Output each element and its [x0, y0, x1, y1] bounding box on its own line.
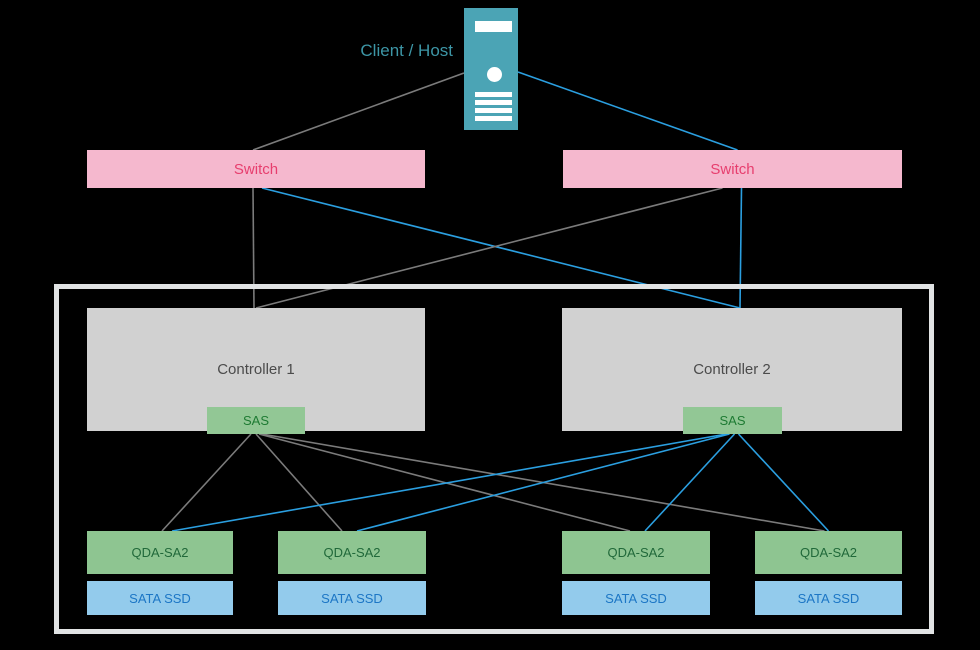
server-power-button: [487, 67, 502, 82]
switch-1: Switch: [87, 150, 425, 188]
qda-2: QDA-SA2: [278, 531, 426, 574]
qda-1-label: QDA-SA2: [131, 545, 189, 560]
sata-4-label: SATA SSD: [797, 590, 860, 606]
switch-1-label: Switch: [233, 160, 279, 178]
qda-3-label: QDA-SA2: [607, 545, 665, 560]
server-vent-bar: [475, 116, 512, 121]
sas-port-2: SAS: [683, 407, 782, 434]
sata-1: SATA SSD: [87, 581, 233, 615]
qda-4: QDA-SA2: [755, 531, 902, 574]
switch-2: Switch: [563, 150, 902, 188]
sata-1-label: SATA SSD: [129, 590, 191, 606]
client-host-label: Client / Host: [360, 41, 453, 60]
sata-4: SATA SSD: [755, 581, 902, 615]
sata-2-label: SATA SSD: [321, 590, 383, 606]
qda-1: QDA-SA2: [87, 531, 233, 574]
server-vent-bar: [475, 100, 512, 105]
sas-port-1-label: SAS: [242, 413, 269, 428]
sas-port-2-label: SAS: [719, 413, 746, 428]
client-host: [464, 8, 518, 130]
qda-4-label: QDA-SA2: [799, 545, 858, 560]
qda-2-label: QDA-SA2: [323, 545, 381, 560]
controller-2-label: Controller 2: [693, 361, 771, 378]
server-tower-icon: [464, 8, 518, 130]
switch-2-label: Switch: [710, 160, 755, 178]
sata-3: SATA SSD: [562, 581, 710, 615]
qda-3: QDA-SA2: [562, 531, 710, 574]
server-drive-slot: [475, 21, 512, 32]
sata-2: SATA SSD: [278, 581, 426, 615]
sata-3-label: SATA SSD: [605, 590, 667, 606]
wire-client-host-to-switch-2: [517, 71, 738, 151]
controller-1-label: Controller 1: [217, 361, 295, 378]
server-vent-bar: [475, 92, 512, 97]
wire-client-host-to-switch-1: [252, 72, 465, 151]
server-vent-bar: [475, 108, 512, 113]
sas-port-1: SAS: [207, 407, 305, 434]
